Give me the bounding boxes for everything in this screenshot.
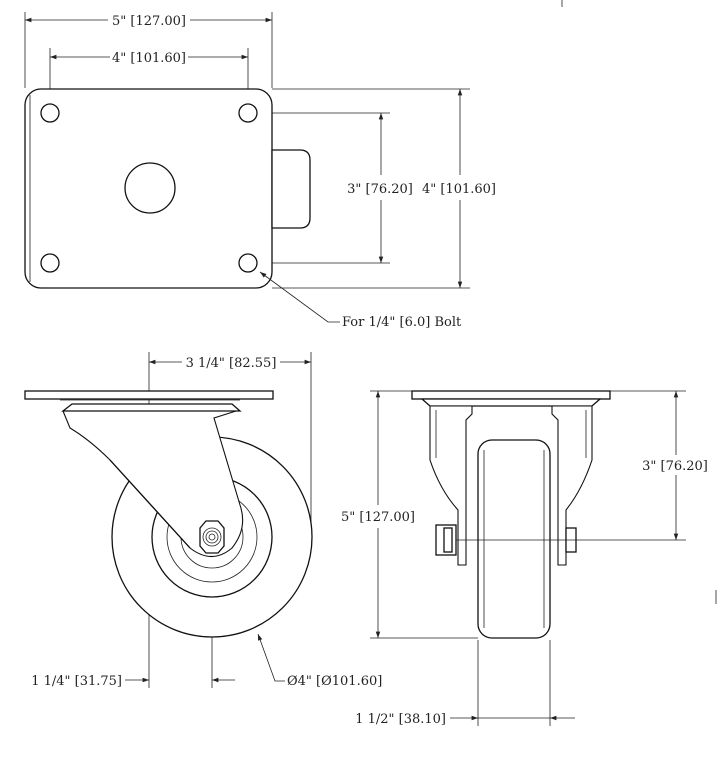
front-view: 5" [127.00] 3" [76.20] 1 1/2" [38.10] (341, 390, 717, 727)
outer-height-label: 4" [101.60] (422, 182, 496, 197)
overall-height-label: 5" [127.00] (341, 510, 415, 525)
offset-label: 3 1/4" [82.55] (186, 356, 277, 371)
hole-spacing-label: 4" [101.60] (112, 51, 186, 66)
bolt-hole-top-left (40, 103, 60, 123)
wheel-width-label: 1 1/2" [38.10] (355, 712, 446, 727)
bolt-hole-bottom-left (40, 253, 60, 273)
front-top-plate (411, 390, 611, 400)
kingpin-circle (124, 162, 176, 214)
inner-height-label: 3" [76.20] (347, 182, 413, 197)
front-wheel (477, 439, 551, 639)
side-swivel-ring (61, 403, 242, 412)
side-axle-nut (199, 520, 225, 554)
side-fork (62, 410, 244, 558)
top-width-label: 5" [127.00] (112, 14, 186, 29)
axle-height-label: 3" [76.20] (642, 459, 708, 474)
bolt-hole-bottom-right (238, 253, 258, 273)
diameter-leader (257, 633, 285, 682)
bolt-hole-top-right (238, 103, 258, 123)
side-view: 3 1/4" [82.55] 1 1/4" [31.75] Ø4" [Ø101.… (24, 352, 382, 689)
side-top-plate (24, 390, 274, 400)
wheel-diameter-label: Ø4" [Ø101.60] (287, 674, 382, 689)
top-view: 5" [127.00] 4" [101.60] 3" [76.20] 4" [1… (24, 0, 563, 330)
bolt-label: For 1/4" [6.0] Bolt (342, 315, 462, 330)
swivel-lock-tab (271, 149, 311, 229)
bolt-leader (259, 271, 340, 323)
front-fork-right (551, 405, 593, 566)
front-fork-left (429, 405, 473, 566)
swivel-offset-label: 1 1/4" [31.75] (31, 674, 122, 689)
